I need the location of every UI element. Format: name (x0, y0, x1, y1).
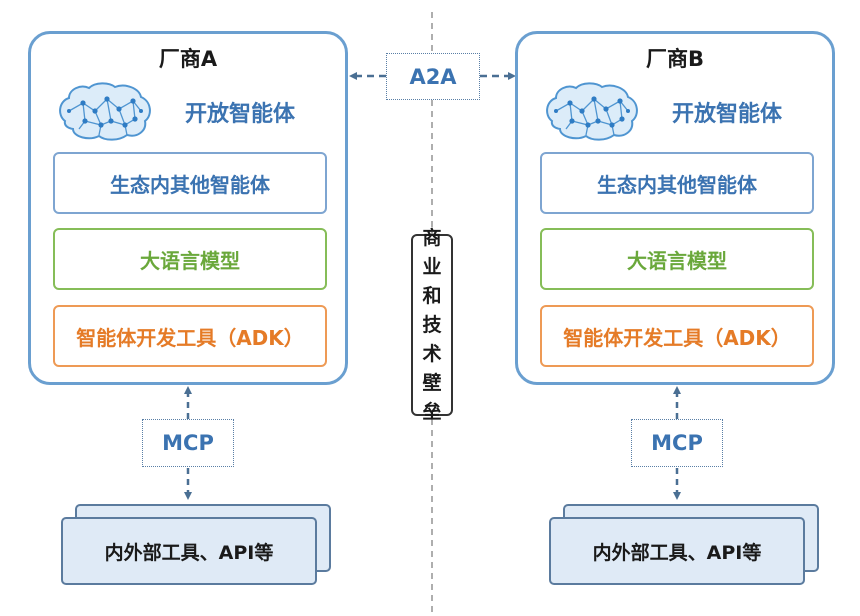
wall-char: 业 (422, 255, 442, 278)
wall-char: 商 (422, 226, 442, 249)
brain-network-icon (59, 82, 151, 141)
vendor-a-layer-adk: 智能体开发工具（ADK） (53, 305, 327, 367)
vendor-b-layer-adk: 智能体开发工具（ADK） (540, 305, 814, 367)
tools-right-card: 内外部工具、API等 (549, 517, 805, 585)
a2a-protocol-box: A2A (386, 53, 480, 100)
vendor-a-title: 厂商A (158, 47, 218, 71)
wall-char: 和 (422, 284, 442, 307)
vendor-b-layer-llm: 大语言模型 (540, 228, 814, 290)
mcp-right-box: MCP (631, 419, 723, 467)
mcp-left-box: MCP (142, 419, 234, 467)
vendor-b-panel: 厂商B 开放智能体 生态内其他智能体 大语言模型 智能体开发工具（ADK） (515, 31, 835, 385)
wall-char: 术 (422, 342, 442, 365)
wall-char: 垒 (422, 400, 442, 423)
vendor-a-open-agent-label: 开放智能体 (185, 102, 296, 127)
tools-left-card: 内外部工具、API等 (61, 517, 317, 585)
vendor-a-layer-ecosystem-agents: 生态内其他智能体 (53, 152, 327, 214)
vendor-a-layer-llm: 大语言模型 (53, 228, 327, 290)
vendor-a-panel: 厂商A 开放智能体 生态内其他智能体 大语言模型 智能体开发工具（ADK） (28, 31, 348, 385)
vendor-b-open-agent-label: 开放智能体 (672, 102, 783, 127)
wall-char: 技 (422, 313, 442, 336)
wall-char: 壁 (422, 371, 442, 394)
vendor-b-title: 厂商B (645, 47, 704, 71)
vendor-b-layer-ecosystem-agents: 生态内其他智能体 (540, 152, 814, 214)
brain-network-icon (546, 82, 638, 141)
business-tech-wall: 商 业 和 技 术 壁 垒 (411, 227, 453, 423)
